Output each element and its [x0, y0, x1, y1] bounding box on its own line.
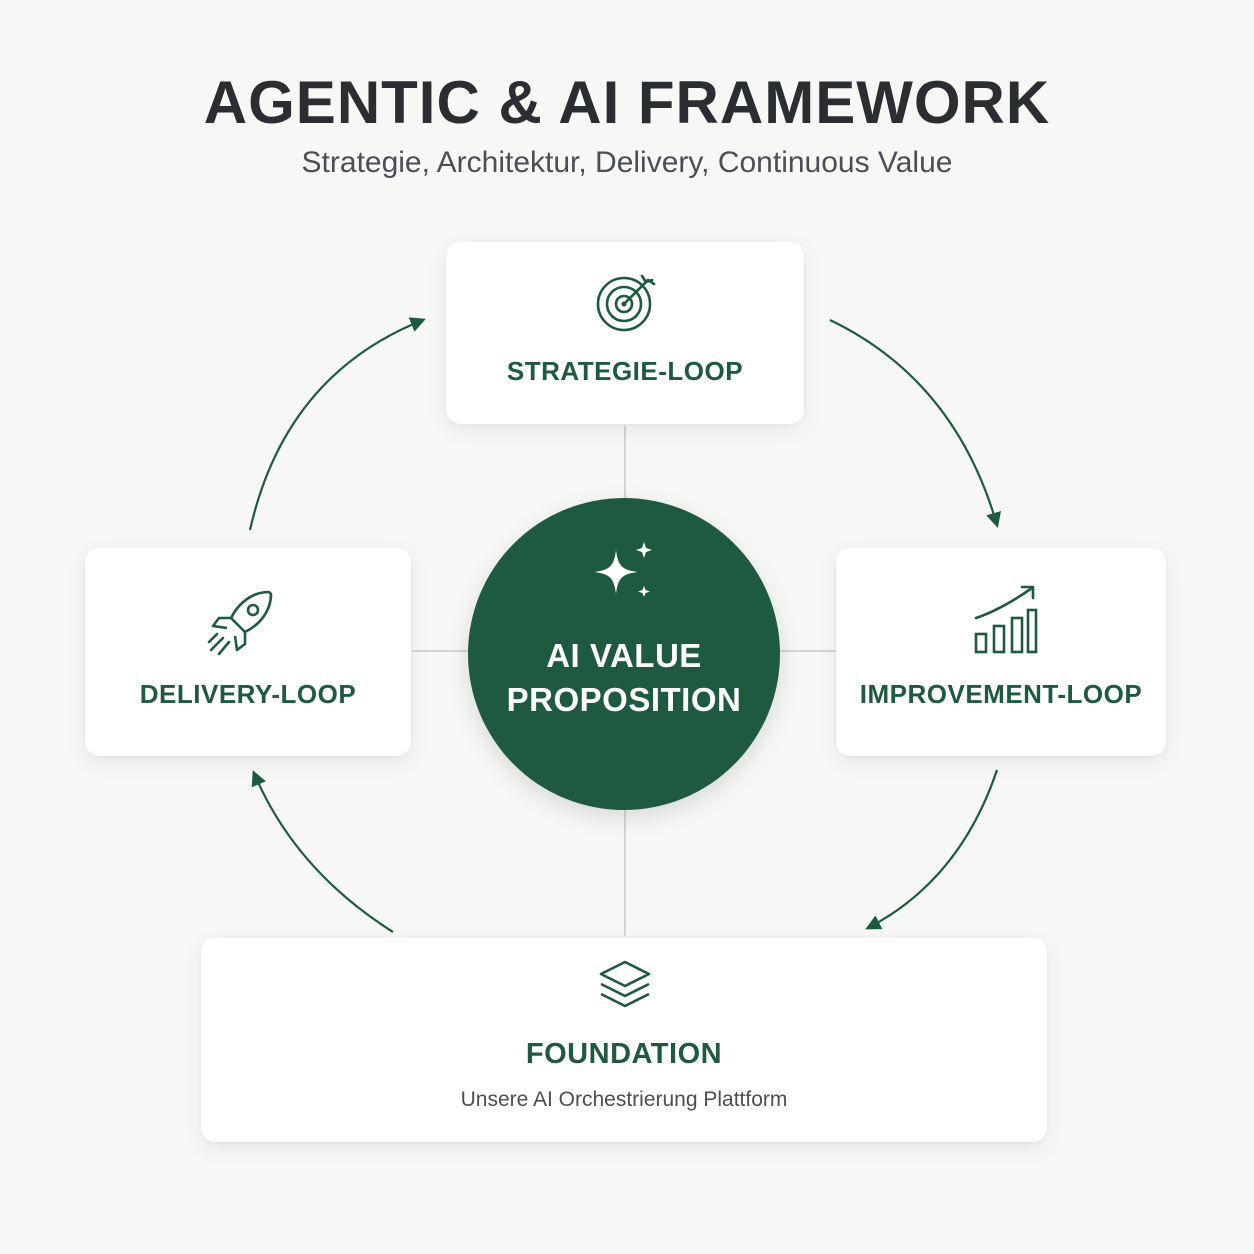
center-label-line1: AI VALUE — [546, 637, 702, 674]
page-title: AGENTIC & AI FRAMEWORK — [203, 69, 1051, 136]
delivery-loop-label: DELIVERY-LOOP — [139, 679, 357, 709]
page-subtitle: Strategie, Architektur, Delivery, Contin… — [301, 146, 953, 179]
center-label: AI VALUE PROPOSITION — [468, 634, 780, 722]
sparkle-icon — [594, 542, 652, 597]
arrow-foundation-to-delivery — [251, 770, 394, 933]
strategie-loop-card: STRATEGIE-LOOP — [446, 242, 804, 424]
center-label-line2: PROPOSITION — [506, 681, 742, 718]
rocket-icon — [207, 590, 273, 656]
delivery-loop-card: DELIVERY-LOOP — [85, 548, 411, 756]
foundation-label: FOUNDATION — [525, 1038, 723, 1070]
improvement-loop-card: IMPROVEMENT-LOOP — [836, 548, 1166, 756]
strategie-loop-label: STRATEGIE-LOOP — [506, 356, 744, 386]
arrow-improvement-to-foundation — [865, 769, 999, 930]
layers-icon — [599, 960, 651, 1008]
ai-value-proposition-hub: AI VALUE PROPOSITION — [468, 498, 780, 810]
improvement-loop-label: IMPROVEMENT-LOOP — [859, 679, 1143, 709]
arrow-delivery-to-strategie — [248, 317, 426, 531]
foundation-description: Unsere AI Orchestrierung Plattform — [460, 1088, 788, 1111]
arrow-strategie-to-improvement — [829, 319, 1001, 528]
target-icon — [596, 274, 656, 332]
growth-chart-icon — [974, 585, 1038, 654]
foundation-card: FOUNDATION Unsere AI Orchestrierung Plat… — [201, 938, 1047, 1142]
